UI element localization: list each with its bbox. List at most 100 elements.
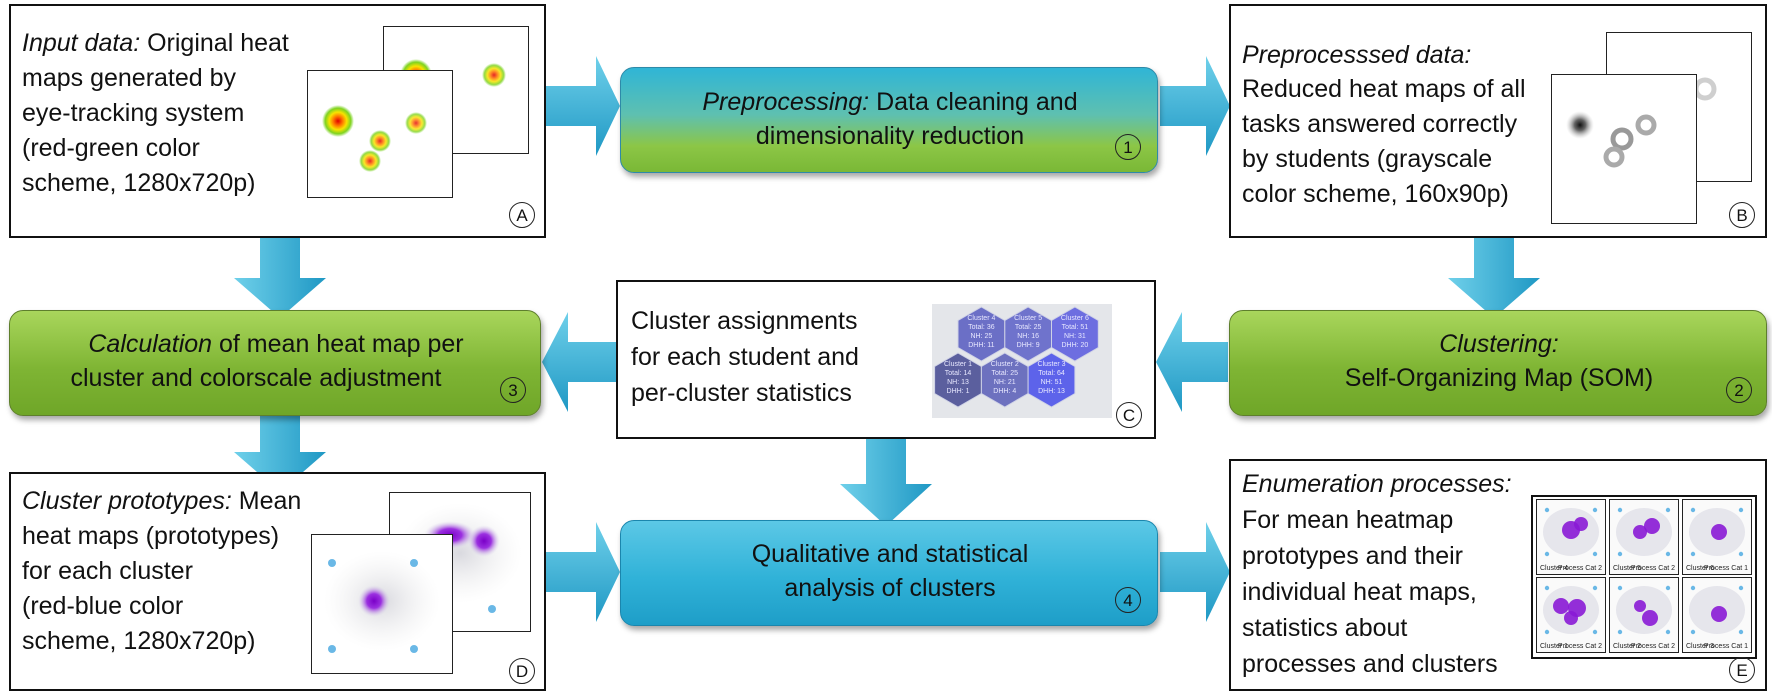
thumbnail-heatmap [1616,507,1672,557]
preprocessing-line-2: dimensionality reduction [755,122,1025,150]
cluster-prototypes-box: Cluster prototypes: Mean heat maps (prot… [9,472,546,691]
som-hex-text: Total: 64 [1038,370,1065,377]
som-hex-text: NH: 51 [1041,379,1063,386]
enumeration-processes-box: Enumeration processes: For mean heatmap … [1229,459,1767,691]
som-hex-text: Total: 25 [1015,324,1042,331]
prototypes-line-3: for each cluster [22,557,193,585]
arrow-c-to-analysis [840,438,932,526]
clustering-line-1: Clustering: [1439,330,1559,358]
thumbnail-process-caption: Process Cat 2 [1631,565,1675,572]
calculation-line-2: cluster and colorscale adjustment [70,364,442,392]
prototype-front-frame [311,534,453,674]
prototypes-line-1: Cluster prototypes: Mean [22,487,302,515]
som-hex-text: DHH: 1 [947,388,970,395]
som-hex-text: Total: 14 [945,370,972,377]
som-hex-text: NH: 16 [1017,333,1039,340]
label-d-badge: D [509,658,535,684]
clustering-step: Clustering: Self-Organizing Map (SOM) 2 [1229,310,1767,416]
heatmap-front-frame [307,70,453,198]
cluster-assign-line-1: Cluster assignments [631,307,858,335]
arrow-c-to-calculation [542,312,616,412]
preprocessed-line-1: Reduced heat maps of all [1242,75,1526,103]
som-hex-text: DHH: 9 [1017,342,1040,349]
input-data-line-1: Input data: Original heat [22,29,289,57]
arrow-a-to-calculation [234,238,326,318]
enumeration-line-1: For mean heatmap [1242,506,1454,534]
step-3-badge: 3 [500,377,526,403]
thumbnail-process-caption: Process Cat 2 [1558,643,1602,650]
label-e-badge: E [1729,657,1755,683]
som-hex-shape [1027,352,1076,408]
arrow-b-to-clustering [1448,238,1540,318]
preprocessed-line-4: color scheme, 160x90p) [1242,180,1509,208]
thumbnail-cluster-caption: Cluster 3 [1686,643,1715,650]
som-hex-cell: Cluster 3 Total: 64 NH: 51 DHH: 13 [1027,352,1076,408]
cluster-assign-line-2: for each student and [631,343,859,371]
thumbnail-process-caption: Process Cat 2 [1631,643,1675,650]
preprocessed-line-3: by students (grayscale [1242,145,1493,173]
grayscale-front-frame [1551,74,1697,224]
som-hex-text: DHH: 4 [993,388,1016,395]
prototypes-line-5: scheme, 1280x720p) [22,627,256,655]
input-data-line-4: (red-green color [22,134,200,162]
thumbnail-process-caption: Process Cat 2 [1558,565,1602,572]
thumbnail-cluster-caption: Cluster 2 [1613,643,1642,650]
som-hex-text: Cluster 2 [991,361,1019,368]
som-hex-text: NH: 25 [970,333,992,340]
som-hex-text: NH: 31 [1064,333,1086,340]
som-hex-text: Cluster 1 [944,361,972,368]
input-data-line-2: maps generated by [22,64,237,92]
prototypes-line-4: (red-blue color [22,592,184,620]
preprocessed-title: Preprocesssed data: [1242,41,1472,69]
som-hex-text: DHH: 13 [1038,388,1065,395]
cluster-assignments-box: Cluster assignments for each student and… [616,280,1156,439]
clustering-line-2: Self-Organizing Map (SOM) [1344,364,1654,392]
thumbnail-heatmap [1689,585,1745,635]
som-hex-text: Cluster 4 [967,315,995,322]
preprocessed-data-box: Preprocesssed data: Reduced heat maps of… [1229,4,1767,238]
thumbnail-process-caption: Process Cat 1 [1704,643,1748,650]
step-4-badge: 4 [1115,587,1141,613]
label-a-badge: A [509,202,535,228]
preprocessing-line-1: Preprocessing: Data cleaning and [702,88,1078,116]
thumbnail-cluster-caption: Cluster 4 [1540,565,1569,572]
prototypes-line-2: heat maps (prototypes) [22,522,280,550]
arrow-analysis-to-e [1160,522,1230,622]
arrow-a-to-preprocessing [546,56,620,156]
step-1-badge: 1 [1115,134,1141,160]
som-hex-text: Cluster 6 [1061,315,1089,322]
som-hex-text: NH: 21 [994,379,1016,386]
input-data-line-3: eye-tracking system [22,99,245,127]
label-c-badge: C [1116,402,1142,428]
preprocessed-line-2: tasks answered correctly [1242,110,1518,138]
grayscale-heatmap-front [1566,111,1657,168]
thumbnail-heatmap [1543,507,1599,557]
analysis-line-1: Qualitative and statistical [751,540,1029,568]
som-hex-text: Cluster 3 [1038,361,1066,368]
arrow-calculation-to-d [234,414,326,492]
thumbnail-heatmap [1689,507,1745,557]
som-hex-text: Total: 51 [1062,324,1089,331]
arrow-d-to-analysis [546,522,620,622]
arrow-preprocessing-to-b [1160,56,1230,156]
input-data-line-5: scheme, 1280x720p) [22,169,256,197]
label-b-badge: B [1729,202,1755,228]
enumeration-line-3: individual heat maps, [1242,578,1477,606]
thumbnail-heatmap [1616,585,1672,635]
analysis-line-2: analysis of clusters [784,574,996,602]
enumeration-line-2: prototypes and their [1242,542,1463,570]
red-green-heatmap-front [322,105,427,172]
